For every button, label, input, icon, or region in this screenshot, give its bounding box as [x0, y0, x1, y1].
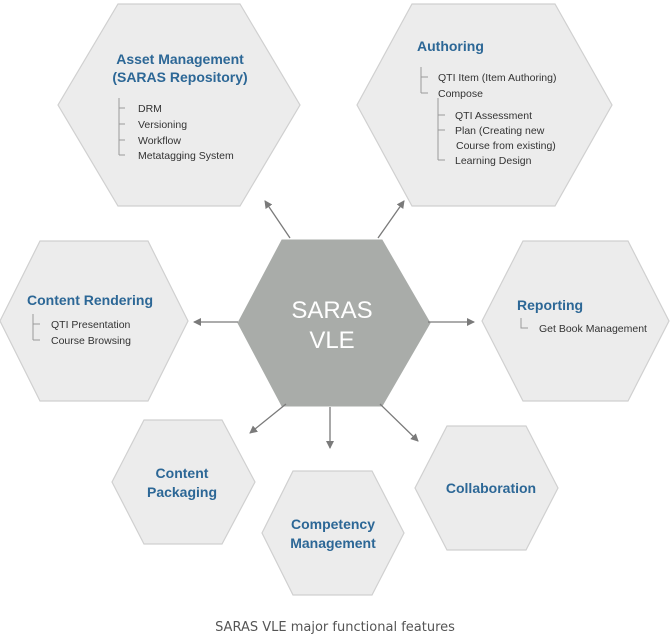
asset-item-workflow: Workflow: [138, 135, 181, 147]
arrow-to-asset-management: [264, 200, 291, 239]
asset-management-hexagon: [57, 3, 301, 207]
asset-management-title: Asset Management: [116, 51, 244, 67]
authoring-tree-lines: [420, 67, 445, 161]
competency-management-hexagon: [261, 470, 405, 596]
competency-title-line1: Competency: [291, 516, 375, 532]
authoring-item-learning-design: Learning Design: [455, 155, 532, 167]
asset-management-subtitle: (SARAS Repository): [112, 69, 247, 85]
authoring-item-compose: Compose: [438, 88, 483, 100]
authoring-title: Authoring: [417, 38, 484, 54]
arrow-to-authoring: [377, 200, 405, 239]
asset-item-versioning: Versioning: [138, 119, 187, 131]
reporting-title: Reporting: [517, 297, 583, 313]
arrow-to-content-packaging: [249, 403, 287, 434]
authoring-item-qti: QTI Item (Item Authoring): [438, 72, 556, 84]
content-packaging-hexagon: [111, 419, 256, 545]
content-rendering-title: Content Rendering: [27, 292, 153, 308]
collaboration-title: Collaboration: [446, 480, 536, 496]
asset-tree-lines: [118, 98, 125, 156]
authoring-item-plan-line2: Course from existing): [456, 140, 556, 152]
content-packaging-title-line1: Content: [156, 465, 209, 481]
authoring-hexagon: [356, 3, 613, 207]
rendering-tree-lines: [32, 314, 40, 341]
center-title-line1: SARAS: [291, 297, 372, 324]
diagram-caption: SARAS VLE major functional features: [215, 620, 455, 635]
asset-item-metatagging: Metatagging System: [138, 150, 234, 162]
competency-title-line2: Management: [290, 535, 376, 551]
reporting-item-get-book: Get Book Management: [539, 323, 647, 335]
authoring-item-plan-line1: Plan (Creating new: [455, 125, 545, 137]
reporting-tree-lines: [520, 318, 528, 329]
collaboration-hexagon: [414, 425, 559, 551]
rendering-item-course-browsing: Course Browsing: [51, 335, 131, 347]
rendering-item-qti-presentation: QTI Presentation: [51, 319, 131, 331]
center-title-line2: VLE: [309, 327, 354, 354]
authoring-item-assessment: QTI Assessment: [455, 110, 532, 122]
arrow-to-collaboration: [379, 403, 419, 442]
content-rendering-hexagon: [0, 240, 189, 402]
reporting-hexagon: [481, 240, 670, 402]
asset-item-drm: DRM: [138, 103, 162, 115]
content-packaging-title-line2: Packaging: [147, 484, 217, 500]
